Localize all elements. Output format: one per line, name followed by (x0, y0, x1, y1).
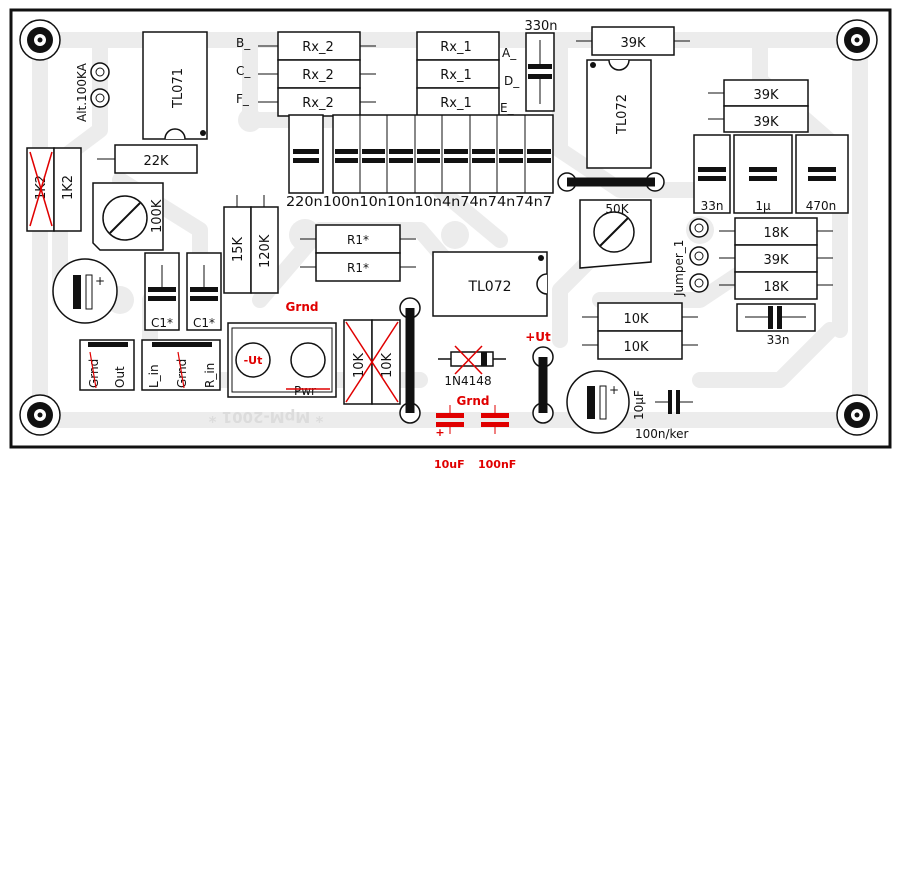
svg-text:+: + (609, 383, 619, 397)
svg-text:50K: 50K (605, 202, 629, 216)
trimpot-50k: 50K (579, 199, 652, 269)
ic-tl072-center: TL072 (432, 251, 548, 317)
svg-text:1µ: 1µ (755, 199, 771, 213)
svg-text:Out: Out (113, 366, 127, 388)
svg-text:10K: 10K (380, 352, 395, 378)
connector-power: -Ut Pwr Grnd (227, 300, 337, 398)
svg-text:33n: 33n (701, 199, 724, 213)
jumper-wires: +Ut (399, 172, 665, 424)
resistors-18k-39k-18k: 18K 39K 18K (719, 217, 833, 300)
svg-text:+Ut: +Ut (525, 330, 551, 344)
svg-text:100K: 100K (150, 199, 165, 233)
resistor-39k-top: 39K (576, 26, 690, 56)
svg-text:-Ut: -Ut (244, 354, 263, 367)
svg-text:15K: 15K (231, 236, 246, 262)
svg-text:R1*: R1* (347, 233, 369, 247)
connector-input: L_in Grnd R_in (141, 339, 221, 391)
svg-text:10K: 10K (623, 340, 649, 355)
svg-text:Rx_2: Rx_2 (302, 96, 334, 111)
resistor-1k2-pair: 1K2 1K2 (26, 147, 82, 232)
svg-text:TL072: TL072 (467, 279, 511, 295)
ic-tl072-right: TL072 (586, 59, 652, 169)
svg-text:Rx_1: Rx_1 (440, 40, 472, 55)
svg-text:C1*: C1* (151, 316, 173, 330)
resistors-10k-crossed: 10K 10K (343, 319, 401, 405)
svg-text:39K: 39K (763, 253, 789, 268)
svg-text:10K: 10K (352, 352, 367, 378)
resistors-39k-pair: 39K 39K (708, 79, 809, 133)
capacitors-right: 33n 1µ 470n (693, 134, 849, 214)
svg-text:22K: 22K (143, 154, 169, 169)
svg-text:D_: D_ (504, 74, 520, 88)
mounting-holes (19, 19, 878, 436)
elko-left: + (52, 258, 118, 324)
capacitor-row: 220n100n10n10n10n4n74n74n74n7 (286, 114, 554, 210)
svg-text:220n100n10n10n10n4n74n74n74n7: 220n100n10n10n10n4n74n74n74n7 (286, 195, 552, 210)
svg-text:+: + (435, 426, 444, 439)
svg-text:10K: 10K (623, 312, 649, 327)
svg-text:TL072: TL072 (615, 94, 630, 135)
svg-text:1N4148: 1N4148 (444, 374, 491, 388)
svg-text:100n/ker: 100n/ker (635, 427, 688, 441)
svg-text:Rx_2: Rx_2 (302, 68, 334, 83)
capacitor-330n: 330n (524, 19, 558, 112)
svg-text:C_: C_ (236, 64, 251, 78)
svg-text:Rx_1: Rx_1 (440, 96, 472, 111)
alt-pads: Alt.100KA (75, 62, 110, 122)
svg-text:Jumper_1: Jumper_1 (672, 240, 686, 297)
svg-text:120K: 120K (258, 234, 273, 268)
resistor-22k: 22K (97, 144, 198, 174)
svg-text:Grnd: Grnd (457, 394, 490, 408)
elko-right: + 10µF (566, 370, 646, 434)
svg-text:39K: 39K (753, 88, 779, 103)
trimpot-100k: 100K (92, 182, 165, 251)
resistors-r1: R1* R1* (300, 224, 416, 282)
svg-text:33n: 33n (767, 333, 790, 347)
svg-text:Grnd: Grnd (286, 300, 319, 314)
capacitor-33n-horizontal: 33n (736, 303, 816, 347)
capacitor-100n-ker: 100n/ker (635, 390, 693, 441)
jumper-1: Jumper_1 (672, 218, 709, 297)
capacitors-c1: C1* C1* (144, 252, 222, 331)
connector-output: Grnd Out (79, 339, 135, 391)
svg-text:B_: B_ (236, 36, 251, 50)
svg-text:R1*: R1* (347, 261, 369, 275)
red-capacitors: Grnd + (435, 394, 509, 439)
svg-text:Pwr: Pwr (294, 384, 316, 398)
diode-1n4148: 1N4148 (438, 345, 506, 388)
svg-text:330n: 330n (524, 19, 557, 34)
legend-10uf: 10uF (434, 458, 465, 471)
svg-text:10µF: 10µF (632, 390, 646, 420)
svg-text:L_in: L_in (147, 364, 161, 388)
svg-text:39K: 39K (620, 36, 646, 51)
svg-text:A_: A_ (502, 46, 517, 60)
svg-text:18K: 18K (763, 280, 789, 295)
copyright-text: * MpM-2001 * (208, 408, 323, 426)
svg-text:Rx_2: Rx_2 (302, 40, 334, 55)
svg-text:C1*: C1* (193, 316, 215, 330)
resistors-rx1: Rx_1 Rx_1 Rx_1 (416, 31, 500, 117)
legend-100nf: 100nF (478, 458, 517, 471)
svg-text:470n: 470n (806, 199, 837, 213)
alt-label: Alt.100KA (75, 62, 89, 122)
row-letters: B_ C_ F_ A_ D_ E_ (236, 36, 520, 115)
svg-text:39K: 39K (753, 115, 779, 130)
svg-text:+: + (95, 274, 105, 288)
svg-text:18K: 18K (763, 226, 789, 241)
svg-text:Rx_1: Rx_1 (440, 68, 472, 83)
resistors-10k-pair: 10K 10K (582, 302, 698, 360)
tl071-label: TL071 (171, 68, 186, 109)
svg-text:E_: E_ (500, 101, 515, 115)
svg-text:F_: F_ (236, 92, 250, 106)
resistors-15k-120k: 15K 120K (223, 195, 279, 294)
svg-text:1K2: 1K2 (61, 175, 76, 200)
svg-text:R_in: R_in (203, 363, 217, 388)
ic-tl071: TL071 (142, 31, 208, 140)
resistors-rx2: Rx_2 Rx_2 Rx_2 (258, 31, 376, 117)
